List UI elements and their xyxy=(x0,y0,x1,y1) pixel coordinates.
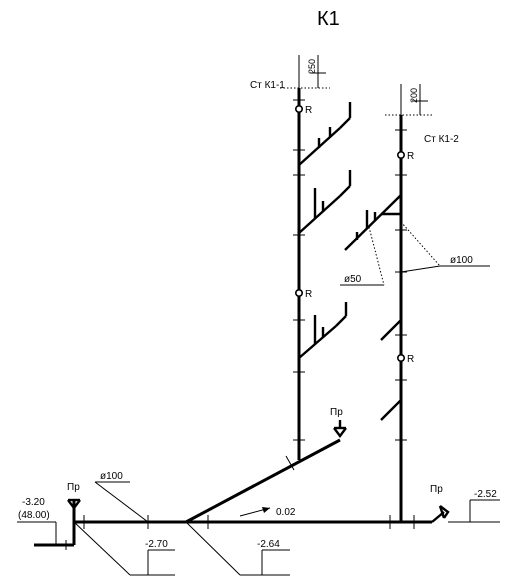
cleanout-label: Пр xyxy=(67,482,80,493)
riser-k1-1-branches xyxy=(298,102,352,359)
riser-k1-1-dim: 250 xyxy=(307,59,317,74)
riser-k1-2-label: Ст К1-2 xyxy=(424,134,459,145)
level-label: -2.70 xyxy=(145,539,168,550)
level-right: -2.52 xyxy=(448,489,500,523)
scheme-title: К1 xyxy=(317,8,340,30)
cleanout-label: Пр xyxy=(330,407,343,418)
riser-k1-2-branches xyxy=(344,194,402,421)
diameter-label-outlet: ø100 xyxy=(100,471,123,482)
riser-k1-1-label: Ст К1-1 xyxy=(250,80,285,91)
diameter-label-d50: ø50 xyxy=(344,274,362,285)
cleanout-right: Пр xyxy=(430,484,450,523)
riser-k1-1: 250 Ст К1-1 R R xyxy=(250,55,330,460)
revision-mark: R xyxy=(407,354,414,365)
level-label: -2.64 xyxy=(257,539,280,550)
cleanout-left: Пр xyxy=(34,482,81,550)
level-label: -2.52 xyxy=(474,489,497,500)
level-label: -3.20 xyxy=(22,497,45,508)
level-left-outlet: -3.20 (48.00) xyxy=(17,497,57,545)
diameter-callouts: ø100 ø50 xyxy=(340,221,490,286)
level-label-abs: (48.00) xyxy=(18,510,50,521)
revision-node xyxy=(396,151,405,160)
level-mid-left: -2.70 xyxy=(73,521,175,576)
revision-node xyxy=(294,105,303,114)
outlet-pipe: ø100 0.02 xyxy=(74,438,432,529)
revision-mark: R xyxy=(305,105,312,116)
revision-mark: R xyxy=(407,151,414,162)
cleanout-upper: Пр xyxy=(330,407,347,438)
cleanout-label: Пр xyxy=(430,484,443,495)
slope-label: 0.02 xyxy=(276,507,296,518)
diameter-label-d100: ø100 xyxy=(450,255,473,266)
riser-k1-2: 200 Ст К1-2 R R xyxy=(385,84,459,522)
revision-mark: R xyxy=(305,289,312,300)
revision-node xyxy=(396,353,405,362)
riser-k1-2-dim: 200 xyxy=(409,88,419,103)
level-mid: -2.64 xyxy=(185,521,290,576)
revision-node xyxy=(294,288,303,297)
